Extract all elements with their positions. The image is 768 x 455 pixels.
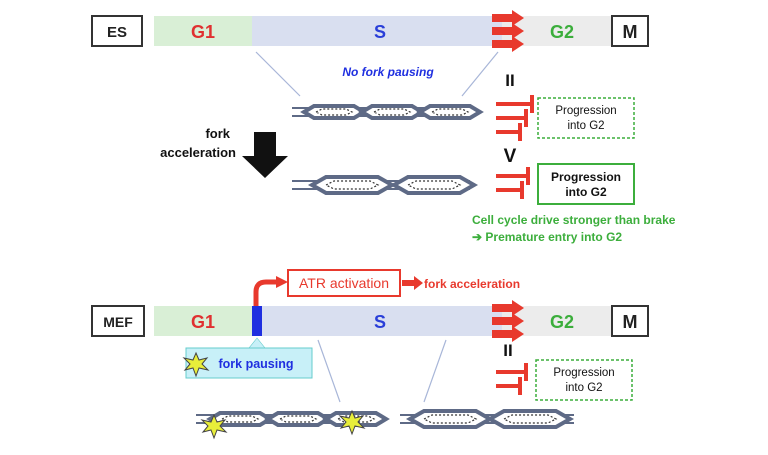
atr-to-fork-arrow (402, 276, 423, 290)
drive-arrow (492, 300, 524, 316)
es-progression-box-weak (537, 97, 635, 139)
mef-parallel-sign: II (503, 341, 512, 360)
es-label: ES (107, 24, 127, 41)
conclusion-line-1: Cell cycle drive stronger than brake (472, 213, 676, 227)
mef-brake (496, 363, 528, 395)
atr-activation-label: ATR activation (299, 275, 389, 291)
drive-arrow (492, 10, 524, 26)
mef-s-label: S (374, 312, 386, 332)
mef-g2-label: G2 (550, 312, 574, 332)
replication-bubble (302, 104, 366, 120)
mef-progression-line-1: Progression (553, 367, 614, 379)
conclusion-line-2: ➔ Premature entry into G2 (472, 230, 622, 244)
fork-pausing-label: fork pausing (218, 357, 293, 371)
mef-cell-cycle-bar: MEF G1 S G2 M (91, 305, 649, 337)
es-s-label: S (374, 22, 386, 42)
mef-progression-line-2: into G2 (565, 382, 602, 394)
drive-arrow (492, 23, 524, 39)
progression-line-1: Progression (555, 105, 616, 117)
es-s-phase (252, 16, 502, 46)
replication-bubble (418, 104, 482, 120)
atr-activation-box (287, 269, 401, 297)
mef-g1-phase (154, 306, 252, 336)
mef-fork-acceleration-label: fork acceleration (424, 277, 520, 291)
replication-bubble (360, 104, 424, 120)
es-cell-cycle-bar: ES G1 S G2 M (91, 15, 649, 47)
mef-progression-box (535, 359, 633, 401)
mef-dna-strand-accelerated (400, 409, 574, 429)
fork-acceleration-label-1: fork (205, 126, 230, 141)
es-g1-phase (154, 16, 252, 46)
projection-line (423, 339, 447, 403)
es-dna-strand-1 (292, 104, 482, 120)
replication-bubble (310, 175, 394, 195)
es-brake-weak (496, 95, 534, 141)
fork-acceleration-label-2: acceleration (160, 145, 236, 160)
drive-arrow (492, 326, 524, 342)
replication-bubble (408, 409, 492, 429)
projection-line (317, 339, 341, 403)
es-m-label: M (623, 22, 638, 42)
fork-pausing-box (185, 347, 313, 379)
progression-line-2: into G2 (567, 120, 604, 132)
replication-bubble (392, 175, 476, 195)
es-dna-strand-2 (292, 175, 476, 195)
no-fork-pausing-label: No fork pausing (342, 65, 434, 79)
mef-drive-arrows (492, 300, 524, 342)
es-greater-sign: V (504, 146, 517, 167)
es-drive-arrows (492, 10, 524, 52)
mef-pausing-marker (252, 306, 262, 336)
mef-label: MEF (103, 314, 133, 330)
atr-activation-curve-arrow (253, 279, 278, 307)
progression-strong-line-2: into G2 (565, 185, 607, 199)
mef-s-phase (252, 306, 502, 336)
mef-dna-strand-paused (196, 410, 388, 439)
mef-g1-label: G1 (191, 312, 215, 332)
es-brake-strong (496, 167, 530, 199)
mef-m-box (611, 305, 649, 337)
es-progression-box-strong (537, 163, 635, 205)
replication-bubble (266, 411, 330, 427)
es-g2-label: G2 (550, 22, 574, 42)
mef-label-box (91, 305, 145, 337)
es-label-box (91, 15, 143, 47)
projection-line (461, 51, 499, 97)
drive-arrow (492, 313, 524, 329)
replication-bubble (488, 409, 572, 429)
projection-line (255, 51, 301, 97)
es-m-box (611, 15, 649, 47)
progression-strong-line-1: Progression (551, 170, 621, 184)
es-g1-label: G1 (191, 22, 215, 42)
mef-m-label: M (623, 312, 638, 332)
fork-acceleration-arrow (242, 132, 288, 178)
es-parallel-sign: II (505, 71, 514, 90)
drive-arrow (492, 36, 524, 52)
